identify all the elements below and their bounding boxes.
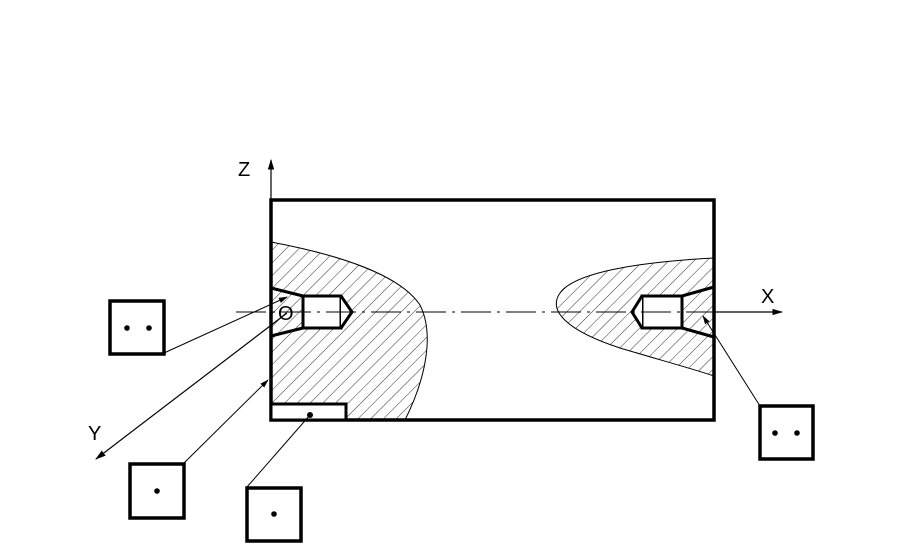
left-hatched-section [270,241,428,421]
locator-point [146,325,152,331]
locator-symbol-left-two-point [108,299,166,356]
y-axis [95,312,288,460]
leader-right-two-point [702,315,761,407]
locator-point [124,325,130,331]
locator-point [271,511,277,517]
locator-symbol-bottom-one-point-b [245,486,303,543]
x-axis-label: X [761,286,774,308]
locator-point [772,430,778,436]
locator-symbol-right-two-point [758,404,815,461]
locator-point [794,430,800,436]
workpiece-outline [269,198,716,422]
bottom-locating-pad [269,402,348,422]
origin-label: O [278,303,294,325]
locator-symbol-bottom-one-point-a [128,462,186,520]
leader-bottom-one-point-b [246,414,311,488]
leader-left-two-point [163,296,288,354]
y-axis-label: Y [88,423,101,445]
z-axis-label: Z [238,159,250,181]
leader-bottom-one-point-a [183,379,269,464]
locator-point [154,488,160,494]
